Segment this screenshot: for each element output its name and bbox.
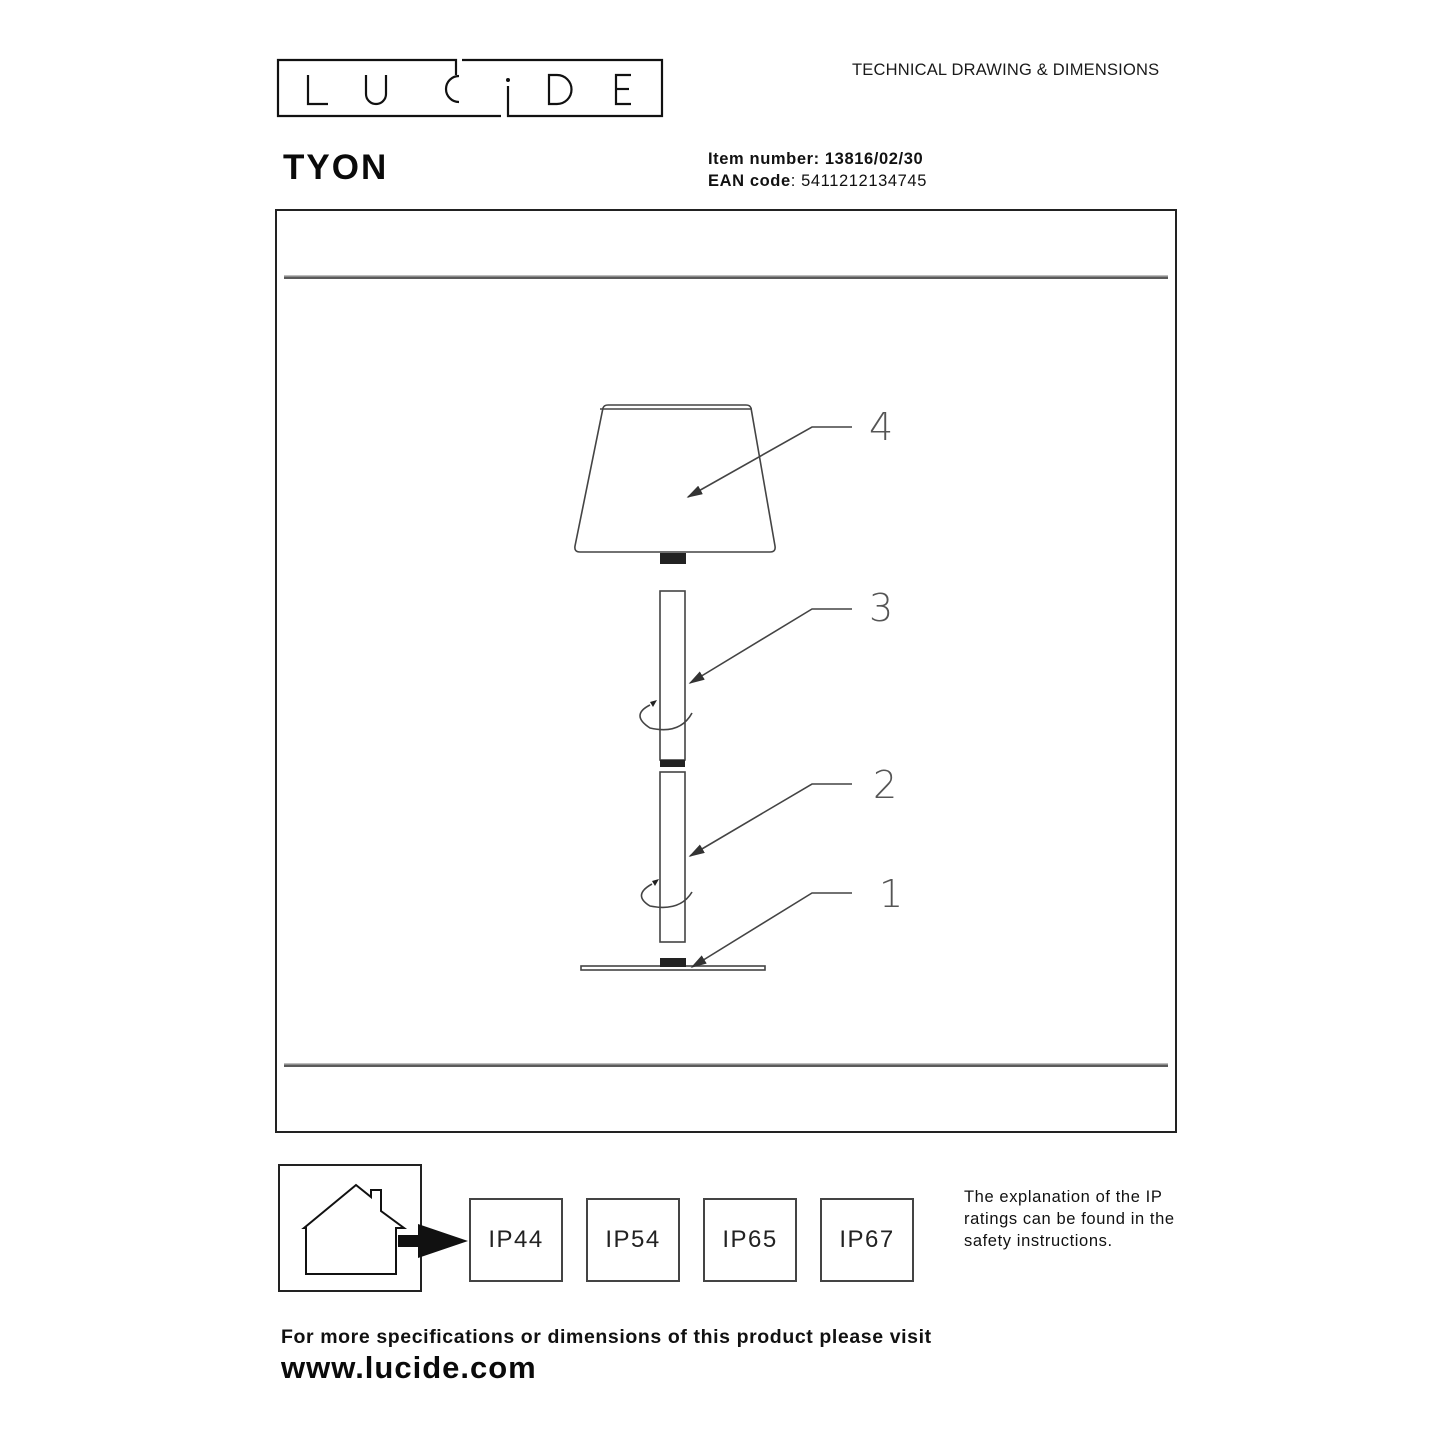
lucide-logo-icon bbox=[276, 58, 664, 118]
callout-4: 4 bbox=[869, 405, 894, 449]
footer-text: For more specifications or dimensions of… bbox=[281, 1326, 932, 1348]
ean-row: EAN code: 5411212134745 bbox=[708, 170, 927, 192]
product-meta: Item number: 13816/02/30 EAN code: 54112… bbox=[708, 148, 927, 192]
item-number-row: Item number: 13816/02/30 bbox=[708, 148, 927, 170]
top-divider bbox=[284, 275, 1168, 279]
ip-ratings-note: The explanation of the IP ratings can be… bbox=[964, 1188, 1175, 1250]
drawing-frame bbox=[275, 209, 1177, 1133]
lamp-exploded-view-icon bbox=[574, 404, 852, 971]
ean-value: 5411212134745 bbox=[801, 172, 927, 190]
ip-rating-ip67: IP67 bbox=[820, 1198, 914, 1282]
item-number-value: 13816/02/30 bbox=[824, 150, 924, 168]
item-number-label: Item number: bbox=[708, 150, 820, 168]
arrow-right-icon bbox=[398, 1218, 470, 1269]
exploded-lamp-drawing bbox=[560, 390, 920, 990]
bottom-divider bbox=[284, 1063, 1168, 1067]
document-type-label: TECHNICAL DRAWING & DIMENSIONS bbox=[852, 61, 1160, 79]
ip-rating-ip54: IP54 bbox=[586, 1198, 680, 1282]
lucide-logo bbox=[276, 58, 664, 120]
ip-rating-ip44: IP44 bbox=[469, 1198, 563, 1282]
product-name: TYON bbox=[283, 148, 389, 187]
callout-1: 1 bbox=[879, 872, 904, 916]
callout-2: 2 bbox=[873, 763, 898, 807]
callout-3: 3 bbox=[869, 586, 894, 630]
ean-label: EAN code bbox=[708, 172, 791, 190]
house-icon bbox=[301, 1183, 408, 1275]
ean-separator: : bbox=[790, 172, 796, 190]
website-link[interactable]: www.lucide.com bbox=[281, 1350, 537, 1385]
ip-rating-ip65: IP65 bbox=[703, 1198, 797, 1282]
